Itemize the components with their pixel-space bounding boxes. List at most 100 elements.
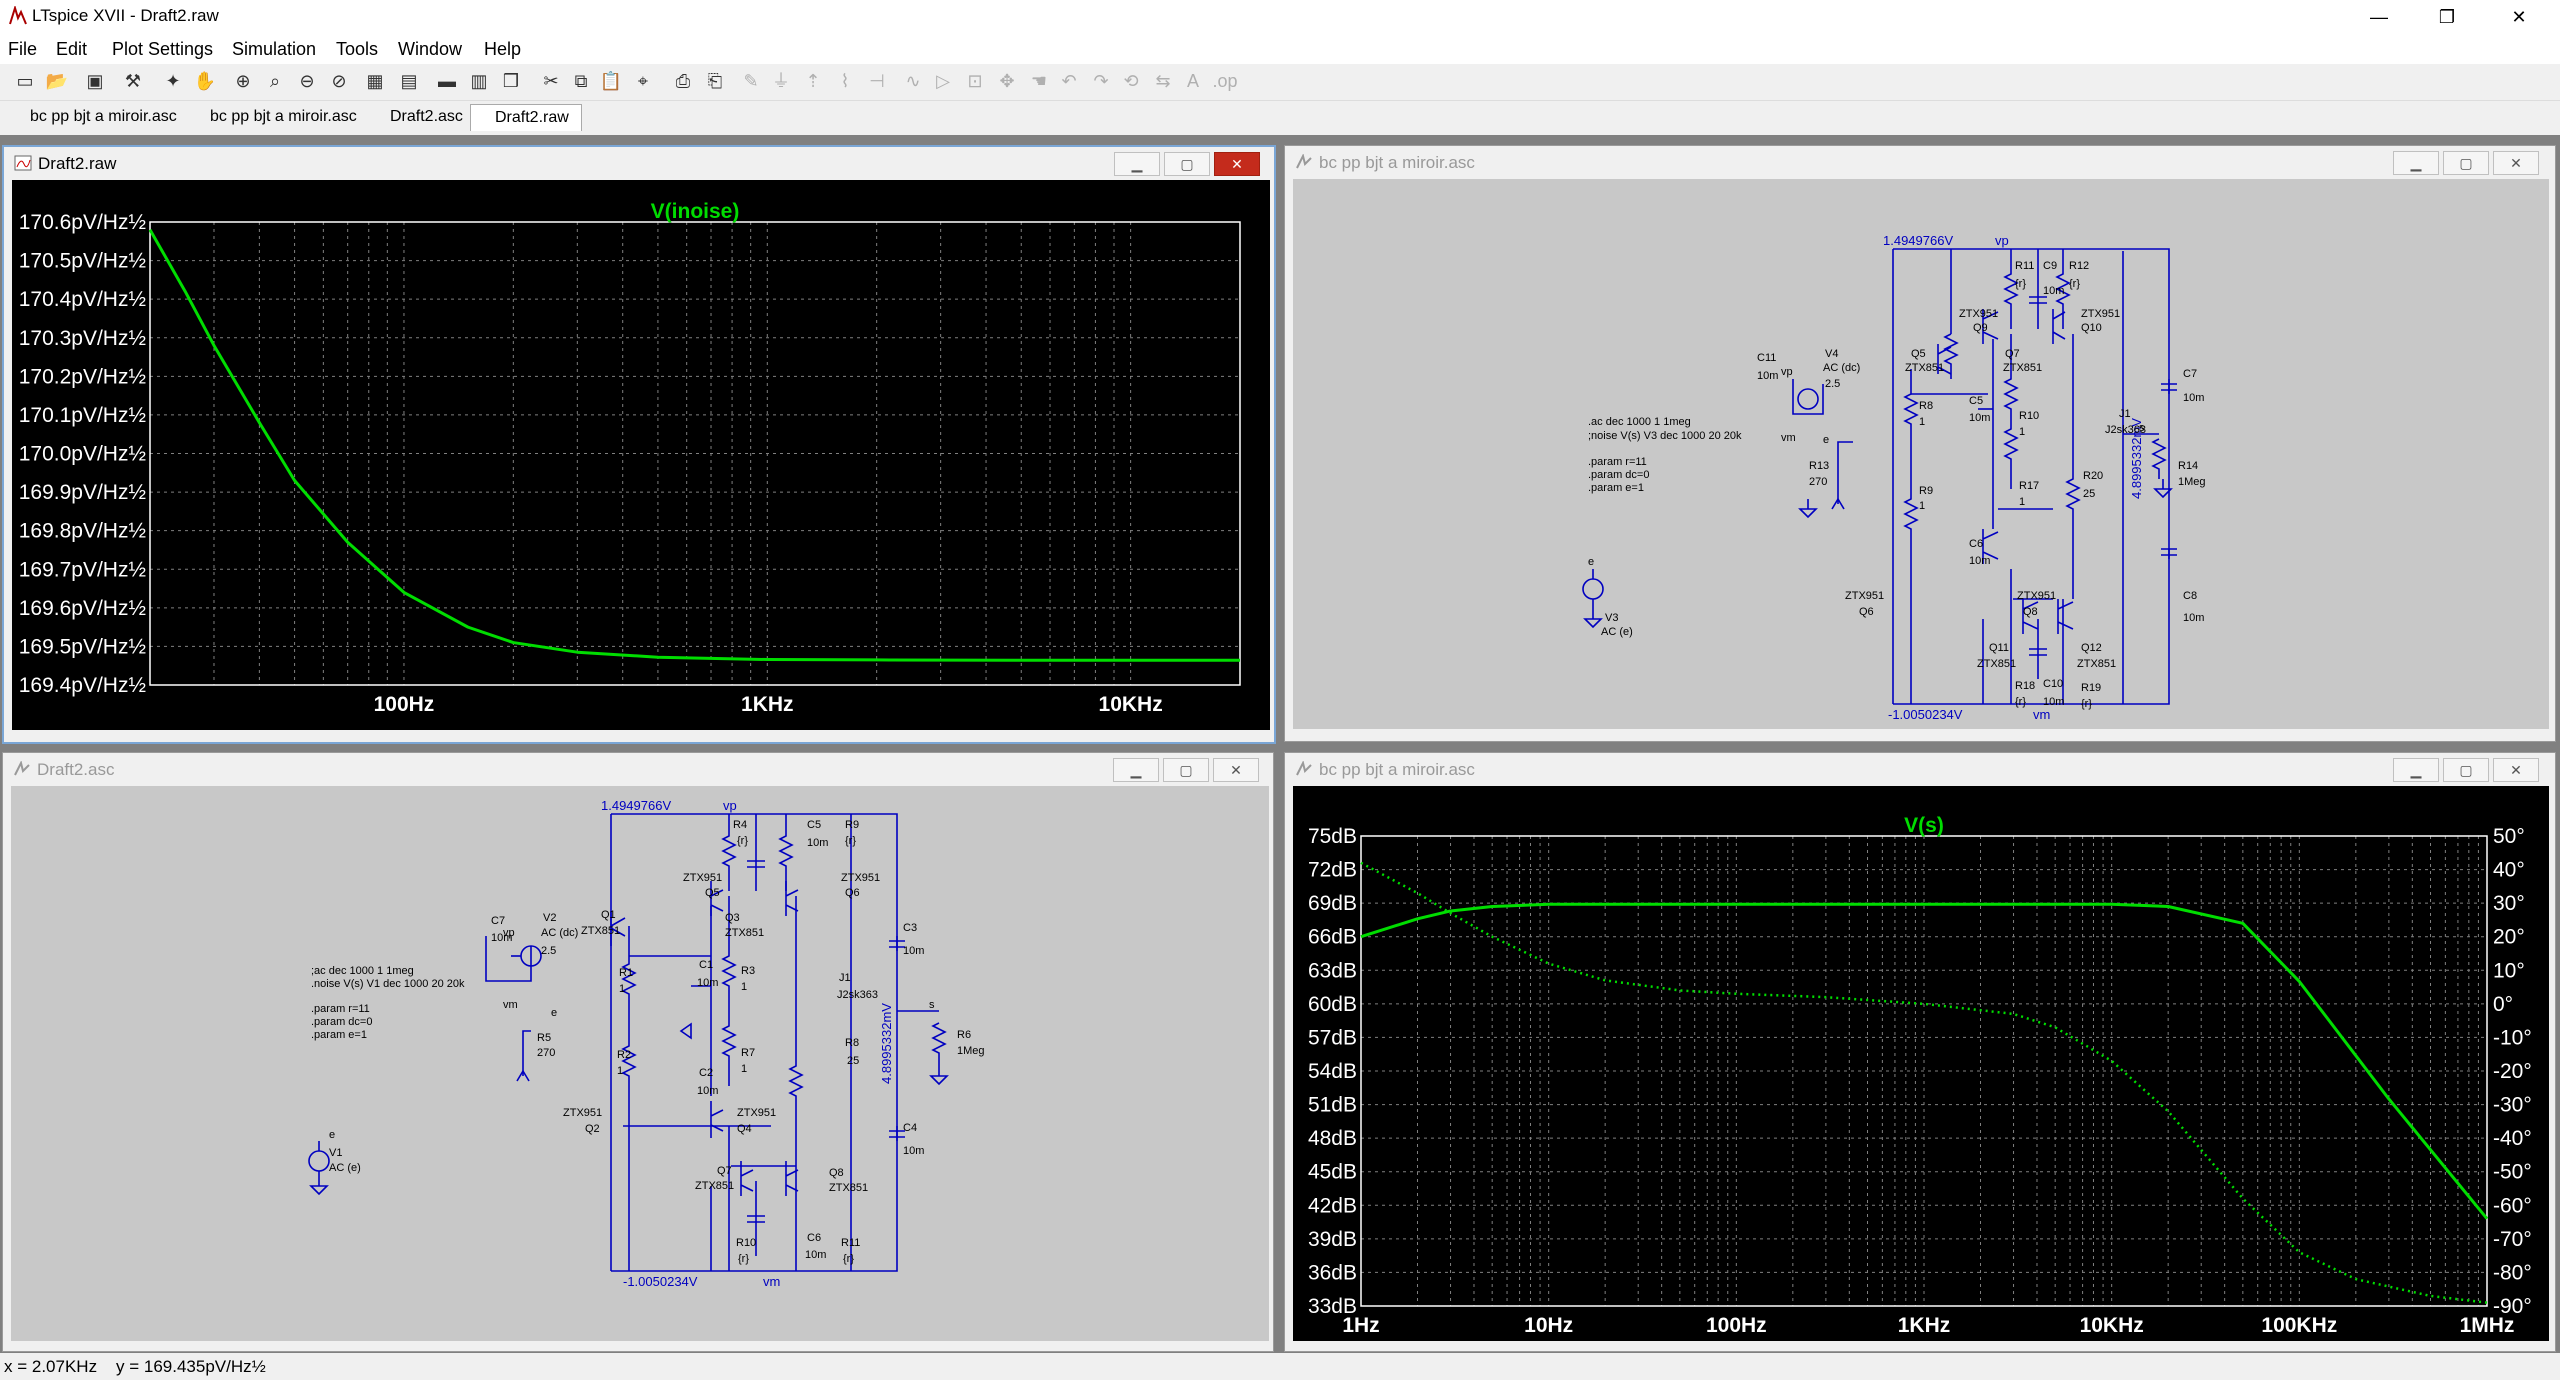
pick-visible-traces-icon[interactable]: ▤ bbox=[400, 71, 418, 91]
restore-button[interactable]: ❐ bbox=[2438, 7, 2456, 27]
zoom-cancel-icon[interactable]: ⊘ bbox=[331, 71, 347, 91]
part-label: ZTX851 bbox=[2003, 362, 2042, 374]
part-label: {r} bbox=[845, 835, 856, 847]
spice-directives[interactable]: ;ac dec 1000 1 1meg .noise V(s) V1 dec 1… bbox=[311, 965, 465, 1041]
app-titlebar: LTspice XVII - Draft2.raw — ❐ ✕ bbox=[0, 0, 2560, 34]
label-net-icon[interactable]: ⇡ bbox=[805, 71, 821, 91]
tab-bc-pp-bjt-a-miroir-2[interactable]: bc pp bjt a miroir.asc bbox=[210, 108, 357, 125]
output-voltage-label: 4.8995332mV bbox=[2129, 418, 2144, 499]
draw-wire-icon[interactable]: ✎ bbox=[743, 71, 759, 91]
print-icon[interactable]: ⎙ bbox=[675, 71, 691, 91]
close-button[interactable]: ✕ bbox=[2511, 7, 2527, 27]
plot-frame bbox=[1360, 835, 2488, 1307]
bode-chart[interactable]: 75dB72dB69dB66dB63dB60dB57dB54dB51dB48dB… bbox=[1293, 786, 2549, 1341]
y-tick-label: 45dB bbox=[1308, 1161, 1357, 1184]
tile-vertical-icon[interactable]: ▥ bbox=[470, 71, 488, 91]
resistor-icon[interactable]: ⌇ bbox=[840, 71, 850, 91]
magnitude-trace[interactable] bbox=[1360, 902, 2489, 1220]
new-schematic-icon[interactable]: ▭ bbox=[16, 71, 34, 91]
zoom-in-icon[interactable]: ⊕ bbox=[235, 71, 251, 91]
window-maximize-button[interactable]: ▢ bbox=[2443, 758, 2489, 782]
undo-icon[interactable]: ↶ bbox=[1061, 71, 1077, 91]
s-net-label: s bbox=[2139, 422, 2145, 434]
redo-icon[interactable]: ↷ bbox=[1093, 71, 1109, 91]
tab-draft2-raw[interactable]: Draft2.raw bbox=[470, 104, 582, 131]
minimize-button[interactable]: — bbox=[2370, 7, 2388, 27]
autorange-icon[interactable]: ▦ bbox=[366, 71, 384, 91]
menu-simulation[interactable]: Simulation bbox=[232, 39, 317, 59]
magnitude-trace[interactable] bbox=[148, 228, 1240, 662]
tab-bc-pp-bjt-a-miroir-1[interactable]: bc pp bjt a miroir.asc bbox=[30, 108, 177, 125]
zoom-out-icon[interactable]: ⊖ bbox=[299, 71, 315, 91]
menu-plot-settings[interactable]: Plot Settings bbox=[112, 39, 214, 59]
drag-icon[interactable]: ☚ bbox=[1030, 71, 1048, 91]
schematic-b-window[interactable]: Draft2.asc ▁ ▢ ✕ bbox=[2, 752, 1274, 1352]
part-label: {r} bbox=[843, 1253, 854, 1265]
window-maximize-button[interactable]: ▢ bbox=[2443, 151, 2489, 175]
window-minimize-button[interactable]: ▁ bbox=[1113, 758, 1159, 782]
noise-chart[interactable]: 170.6pV/Hz½170.5pV/Hz½170.4pV/Hz½170.3pV… bbox=[12, 180, 1270, 730]
mirror-icon[interactable]: ⇆ bbox=[1155, 71, 1171, 91]
menu-help[interactable]: Help bbox=[484, 39, 522, 59]
y-tick-label: 72dB bbox=[1308, 859, 1357, 882]
inductor-icon[interactable]: ∿ bbox=[905, 71, 921, 91]
rotate-icon[interactable]: ⟲ bbox=[1123, 71, 1139, 91]
menu-window[interactable]: Window bbox=[398, 39, 463, 59]
vm-voltage-label: -1.0050234V bbox=[623, 1274, 698, 1289]
spice-directive-icon[interactable]: .op bbox=[1212, 71, 1238, 91]
spice-directives[interactable]: .ac dec 1000 1 1meg ;noise V(s) V3 dec 1… bbox=[1588, 416, 1742, 494]
part-label: R13 bbox=[1809, 460, 1829, 472]
menu-tools[interactable]: Tools bbox=[336, 39, 379, 59]
find-icon[interactable]: ⌖ bbox=[637, 71, 649, 91]
window-close-button[interactable]: ✕ bbox=[1214, 152, 1260, 176]
window-maximize-button[interactable]: ▢ bbox=[1164, 152, 1210, 176]
move-icon[interactable]: ✥ bbox=[999, 71, 1015, 91]
schematic-b-canvas[interactable]: 1.4949766V vp -1.0050234V vm 4.8995332mV… bbox=[11, 786, 1269, 1341]
tab-draft2-asc[interactable]: Draft2.asc bbox=[390, 108, 463, 125]
cut-icon[interactable]: ✂ bbox=[543, 71, 559, 91]
trace-title[interactable]: V(s) bbox=[1904, 814, 1944, 837]
run-icon[interactable]: ✦ bbox=[165, 71, 181, 91]
trace-title[interactable]: V(inoise) bbox=[651, 200, 740, 223]
capacitor-icon[interactable]: ⊣ bbox=[869, 71, 885, 91]
copy-icon[interactable]: ⧉ bbox=[574, 71, 588, 91]
part-label: ZTX951 bbox=[841, 872, 880, 884]
part-label: ZTX951 bbox=[1959, 308, 1998, 320]
cursor-x-readout: x = 2.07KHz bbox=[4, 1357, 98, 1376]
y-tick-label: 170.4pV/Hz½ bbox=[19, 288, 146, 311]
window-close-button[interactable]: ✕ bbox=[2493, 758, 2539, 782]
y-tick-label: 169.9pV/Hz½ bbox=[19, 481, 146, 504]
window-close-button[interactable]: ✕ bbox=[2493, 151, 2539, 175]
window-maximize-button[interactable]: ▢ bbox=[1163, 758, 1209, 782]
zoom-area-icon[interactable]: ⌕ bbox=[269, 71, 281, 91]
part-label: C11 bbox=[1757, 352, 1776, 364]
component-icon[interactable]: ⊡ bbox=[967, 71, 983, 91]
schematic-a-canvas[interactable]: 1.4949766V vp -1.0050234V vm 4.8995332mV… bbox=[1293, 179, 2549, 729]
window-minimize-button[interactable]: ▁ bbox=[1114, 152, 1160, 176]
part-label: R2 bbox=[617, 1049, 631, 1061]
menu-file[interactable]: File bbox=[8, 39, 38, 59]
part-label: R9 bbox=[1919, 485, 1933, 497]
text-icon[interactable]: A bbox=[1186, 71, 1199, 91]
open-icon[interactable]: 📂 bbox=[45, 71, 69, 91]
save-icon[interactable]: ▣ bbox=[86, 71, 104, 91]
y-tick-label: 75dB bbox=[1308, 825, 1357, 848]
diode-icon[interactable]: ▷ bbox=[936, 71, 950, 91]
paste-icon[interactable]: 📋 bbox=[599, 71, 623, 91]
pan-hand-icon[interactable]: ✋ bbox=[193, 71, 217, 91]
ground-icon[interactable]: ⏚ bbox=[772, 71, 790, 91]
tile-horizontal-icon[interactable]: ▬ bbox=[438, 71, 456, 91]
part-label: Q1 bbox=[601, 909, 616, 921]
window-minimize-button[interactable]: ▁ bbox=[2393, 758, 2439, 782]
menu-edit[interactable]: Edit bbox=[56, 39, 88, 59]
print-preview-icon[interactable]: ⎗ bbox=[707, 71, 723, 91]
schematic-a-window[interactable]: bc pp bjt a miroir.asc ▁ ▢ ✕ bbox=[1284, 145, 2556, 742]
cascade-windows-icon[interactable]: ❒ bbox=[502, 71, 520, 91]
window-minimize-button[interactable]: ▁ bbox=[2393, 151, 2439, 175]
phase-trace[interactable] bbox=[1360, 861, 2488, 1304]
window-titlebar: bc pp bjt a miroir.asc ▁ ▢ ✕ bbox=[1285, 753, 2555, 785]
window-close-button[interactable]: ✕ bbox=[1213, 758, 1259, 782]
control-panel-icon[interactable]: ⚒ bbox=[124, 71, 142, 91]
